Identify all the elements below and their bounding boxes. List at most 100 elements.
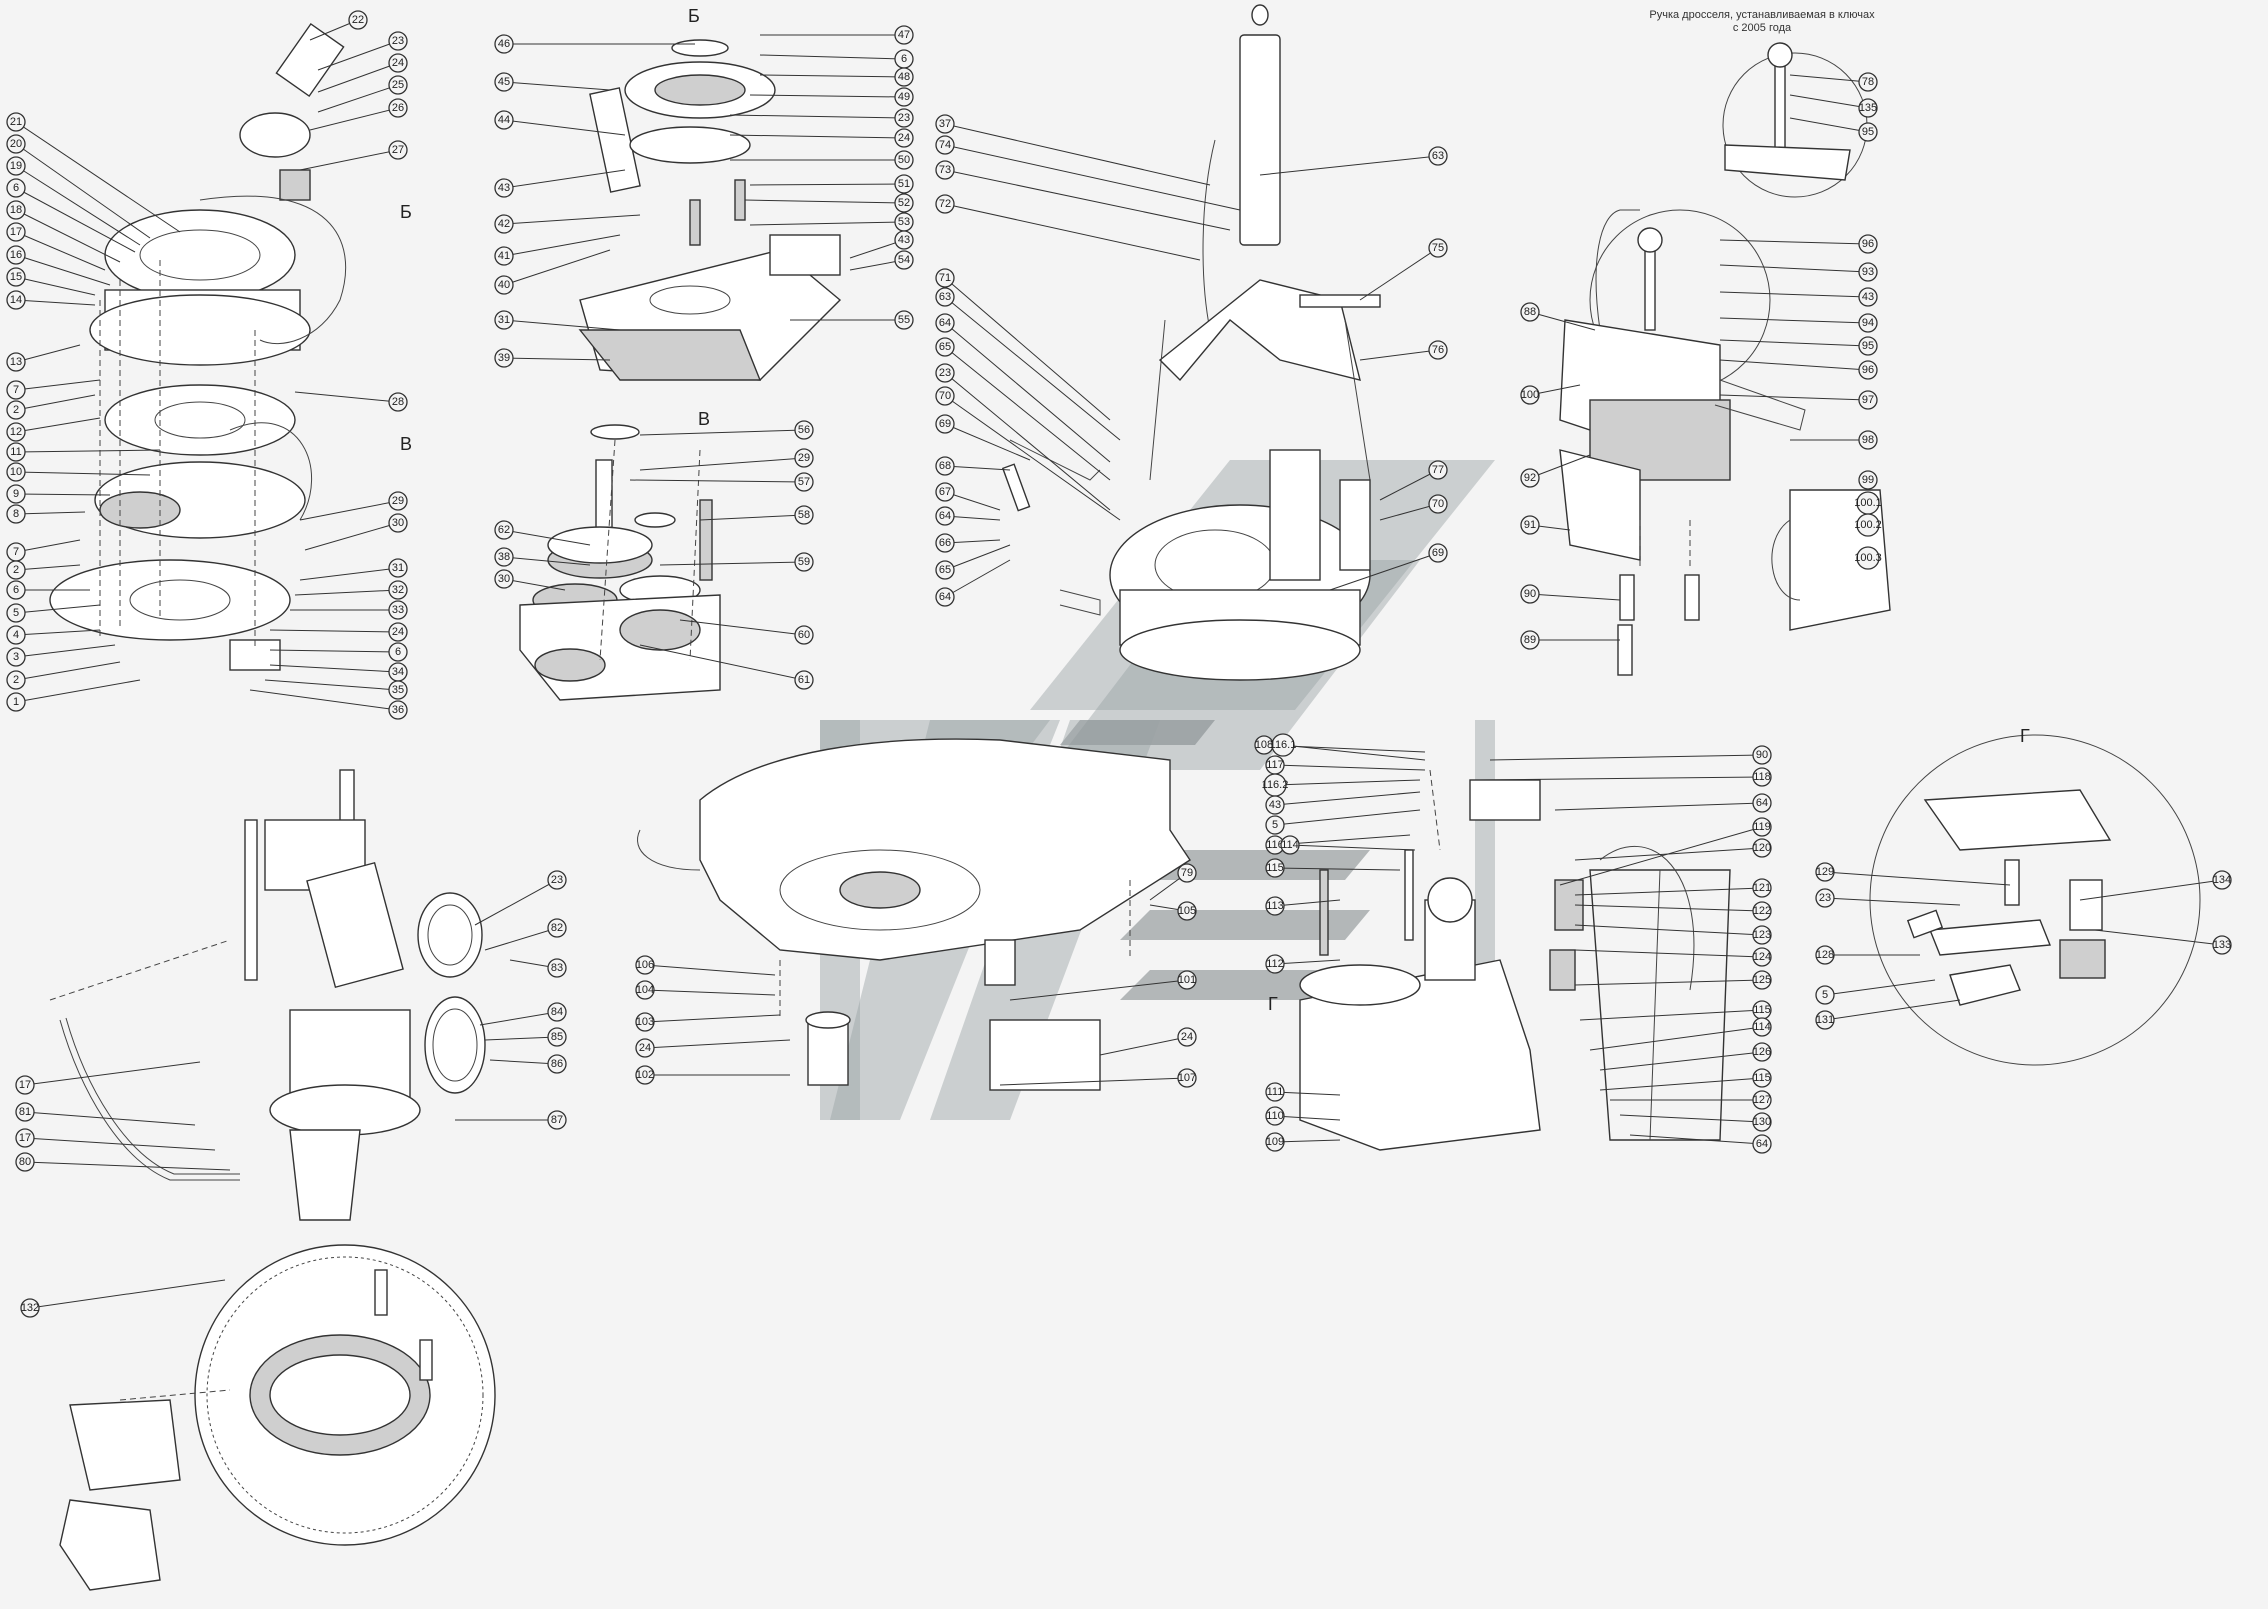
callout-circle [1280, 835, 1300, 855]
part-callout-29: 29 [794, 448, 814, 468]
part-callout-23: 23 [894, 108, 914, 128]
part-callout-24: 24 [388, 622, 408, 642]
callout-number: 34 [392, 666, 404, 678]
callout-circle [6, 462, 26, 482]
callout-number: 100.3 [1854, 552, 1882, 564]
leader-line [15, 344, 81, 363]
callout-number: 113 [1266, 900, 1284, 912]
part-callout-23: 23 [1815, 888, 1835, 908]
part-callout-6: 6 [6, 178, 26, 198]
part-callout-100-3: 100.3 [1854, 546, 1882, 570]
callout-number: 125 [1753, 974, 1771, 986]
leader-line [944, 395, 1121, 521]
leader-line [1574, 887, 1763, 896]
callout-circle [1428, 238, 1448, 258]
part-callout-118: 118 [1752, 767, 1772, 787]
part-callout-95: 95 [1858, 122, 1878, 142]
part-callout-9: 9 [6, 484, 26, 504]
callout-number: 80 [19, 1156, 31, 1168]
leader-line [484, 1036, 558, 1041]
leader-line [15, 143, 151, 239]
callout-circle [494, 275, 514, 295]
callout-circle [1858, 470, 1878, 490]
callout-circle [1265, 815, 1285, 835]
assembly-top-center [1001, 4, 1381, 681]
callout-number: 76 [1432, 344, 1444, 356]
callout-number: 90 [1756, 749, 1768, 761]
leader-line [503, 249, 611, 286]
part-callout-120: 120 [1752, 838, 1772, 858]
leader-line [1824, 999, 1961, 1021]
callout-number: 72 [939, 198, 951, 210]
callout-circle [1177, 970, 1197, 990]
callout-circle [635, 955, 655, 975]
part-callout-121: 121 [1752, 878, 1772, 898]
leader-line [15, 604, 101, 614]
part-callout-61: 61 [794, 670, 814, 690]
part-callout-7: 7 [6, 380, 26, 400]
leader-line [1574, 949, 1763, 958]
callout-circle [15, 1152, 35, 1172]
leader-line [644, 989, 776, 996]
part-callout-69: 69 [935, 414, 955, 434]
callout-circle [794, 552, 814, 572]
part-callout-130: 130 [1752, 1112, 1772, 1132]
leader-line [944, 559, 1011, 598]
callout-circle [494, 569, 514, 589]
callout-circle [935, 506, 955, 526]
leader-line [644, 1014, 781, 1023]
part-callout-131: 131 [1815, 1010, 1835, 1030]
assembly-b [578, 39, 842, 381]
callout-number: 47 [898, 29, 910, 41]
leader-line [759, 54, 905, 60]
leader-line [249, 689, 399, 711]
callout-circle [494, 520, 514, 540]
leader-line [15, 564, 81, 571]
leader-line [944, 296, 1121, 441]
callout-circle [1752, 745, 1772, 765]
callout-number: 130 [1753, 1116, 1771, 1128]
part-callout-65: 65 [935, 337, 955, 357]
callout-number: 9 [13, 488, 19, 500]
part-callout-39: 39 [494, 348, 514, 368]
callout-number: 23 [898, 112, 910, 124]
part-callout-64: 64 [1752, 1134, 1772, 1154]
callout-circle [494, 178, 514, 198]
callout-number: 49 [898, 91, 910, 103]
leader-line [15, 209, 121, 263]
leader-line [503, 234, 621, 257]
callout-number: 51 [898, 178, 910, 190]
callout-circle [547, 918, 567, 938]
callout-circle [1265, 954, 1285, 974]
callout-circle [6, 422, 26, 442]
leader-line [1359, 349, 1439, 361]
callout-number: 27 [392, 144, 404, 156]
leader-line [1789, 94, 1869, 109]
part-callout-24: 24 [1177, 1027, 1197, 1047]
callout-circle [1520, 302, 1540, 322]
part-callout-24: 24 [894, 128, 914, 148]
callout-number: 77 [1432, 464, 1444, 476]
part-callout-6: 6 [388, 642, 408, 662]
assembly-ring-gear [59, 1244, 496, 1591]
callout-circle [1177, 901, 1197, 921]
callout-circle [935, 114, 955, 134]
callout-number: 70 [939, 390, 951, 402]
callout-number: 26 [392, 102, 404, 114]
callout-number: 95 [1862, 126, 1874, 138]
part-callout-15: 15 [6, 267, 26, 287]
leader-line [944, 277, 1111, 421]
callout-number: 24 [898, 132, 910, 144]
part-callout-94: 94 [1858, 313, 1878, 333]
leader-line [1554, 802, 1763, 811]
leader-line [24, 1111, 196, 1126]
part-callout-88: 88 [1520, 302, 1540, 322]
callout-circle [935, 386, 955, 406]
callout-number: 129 [1816, 866, 1834, 878]
callout-number: 50 [898, 154, 910, 166]
part-callout-19: 19 [6, 156, 26, 176]
leader-line [944, 372, 1111, 511]
callout-number: 63 [939, 291, 951, 303]
leader-line [15, 254, 111, 286]
callout-number: 30 [392, 517, 404, 529]
